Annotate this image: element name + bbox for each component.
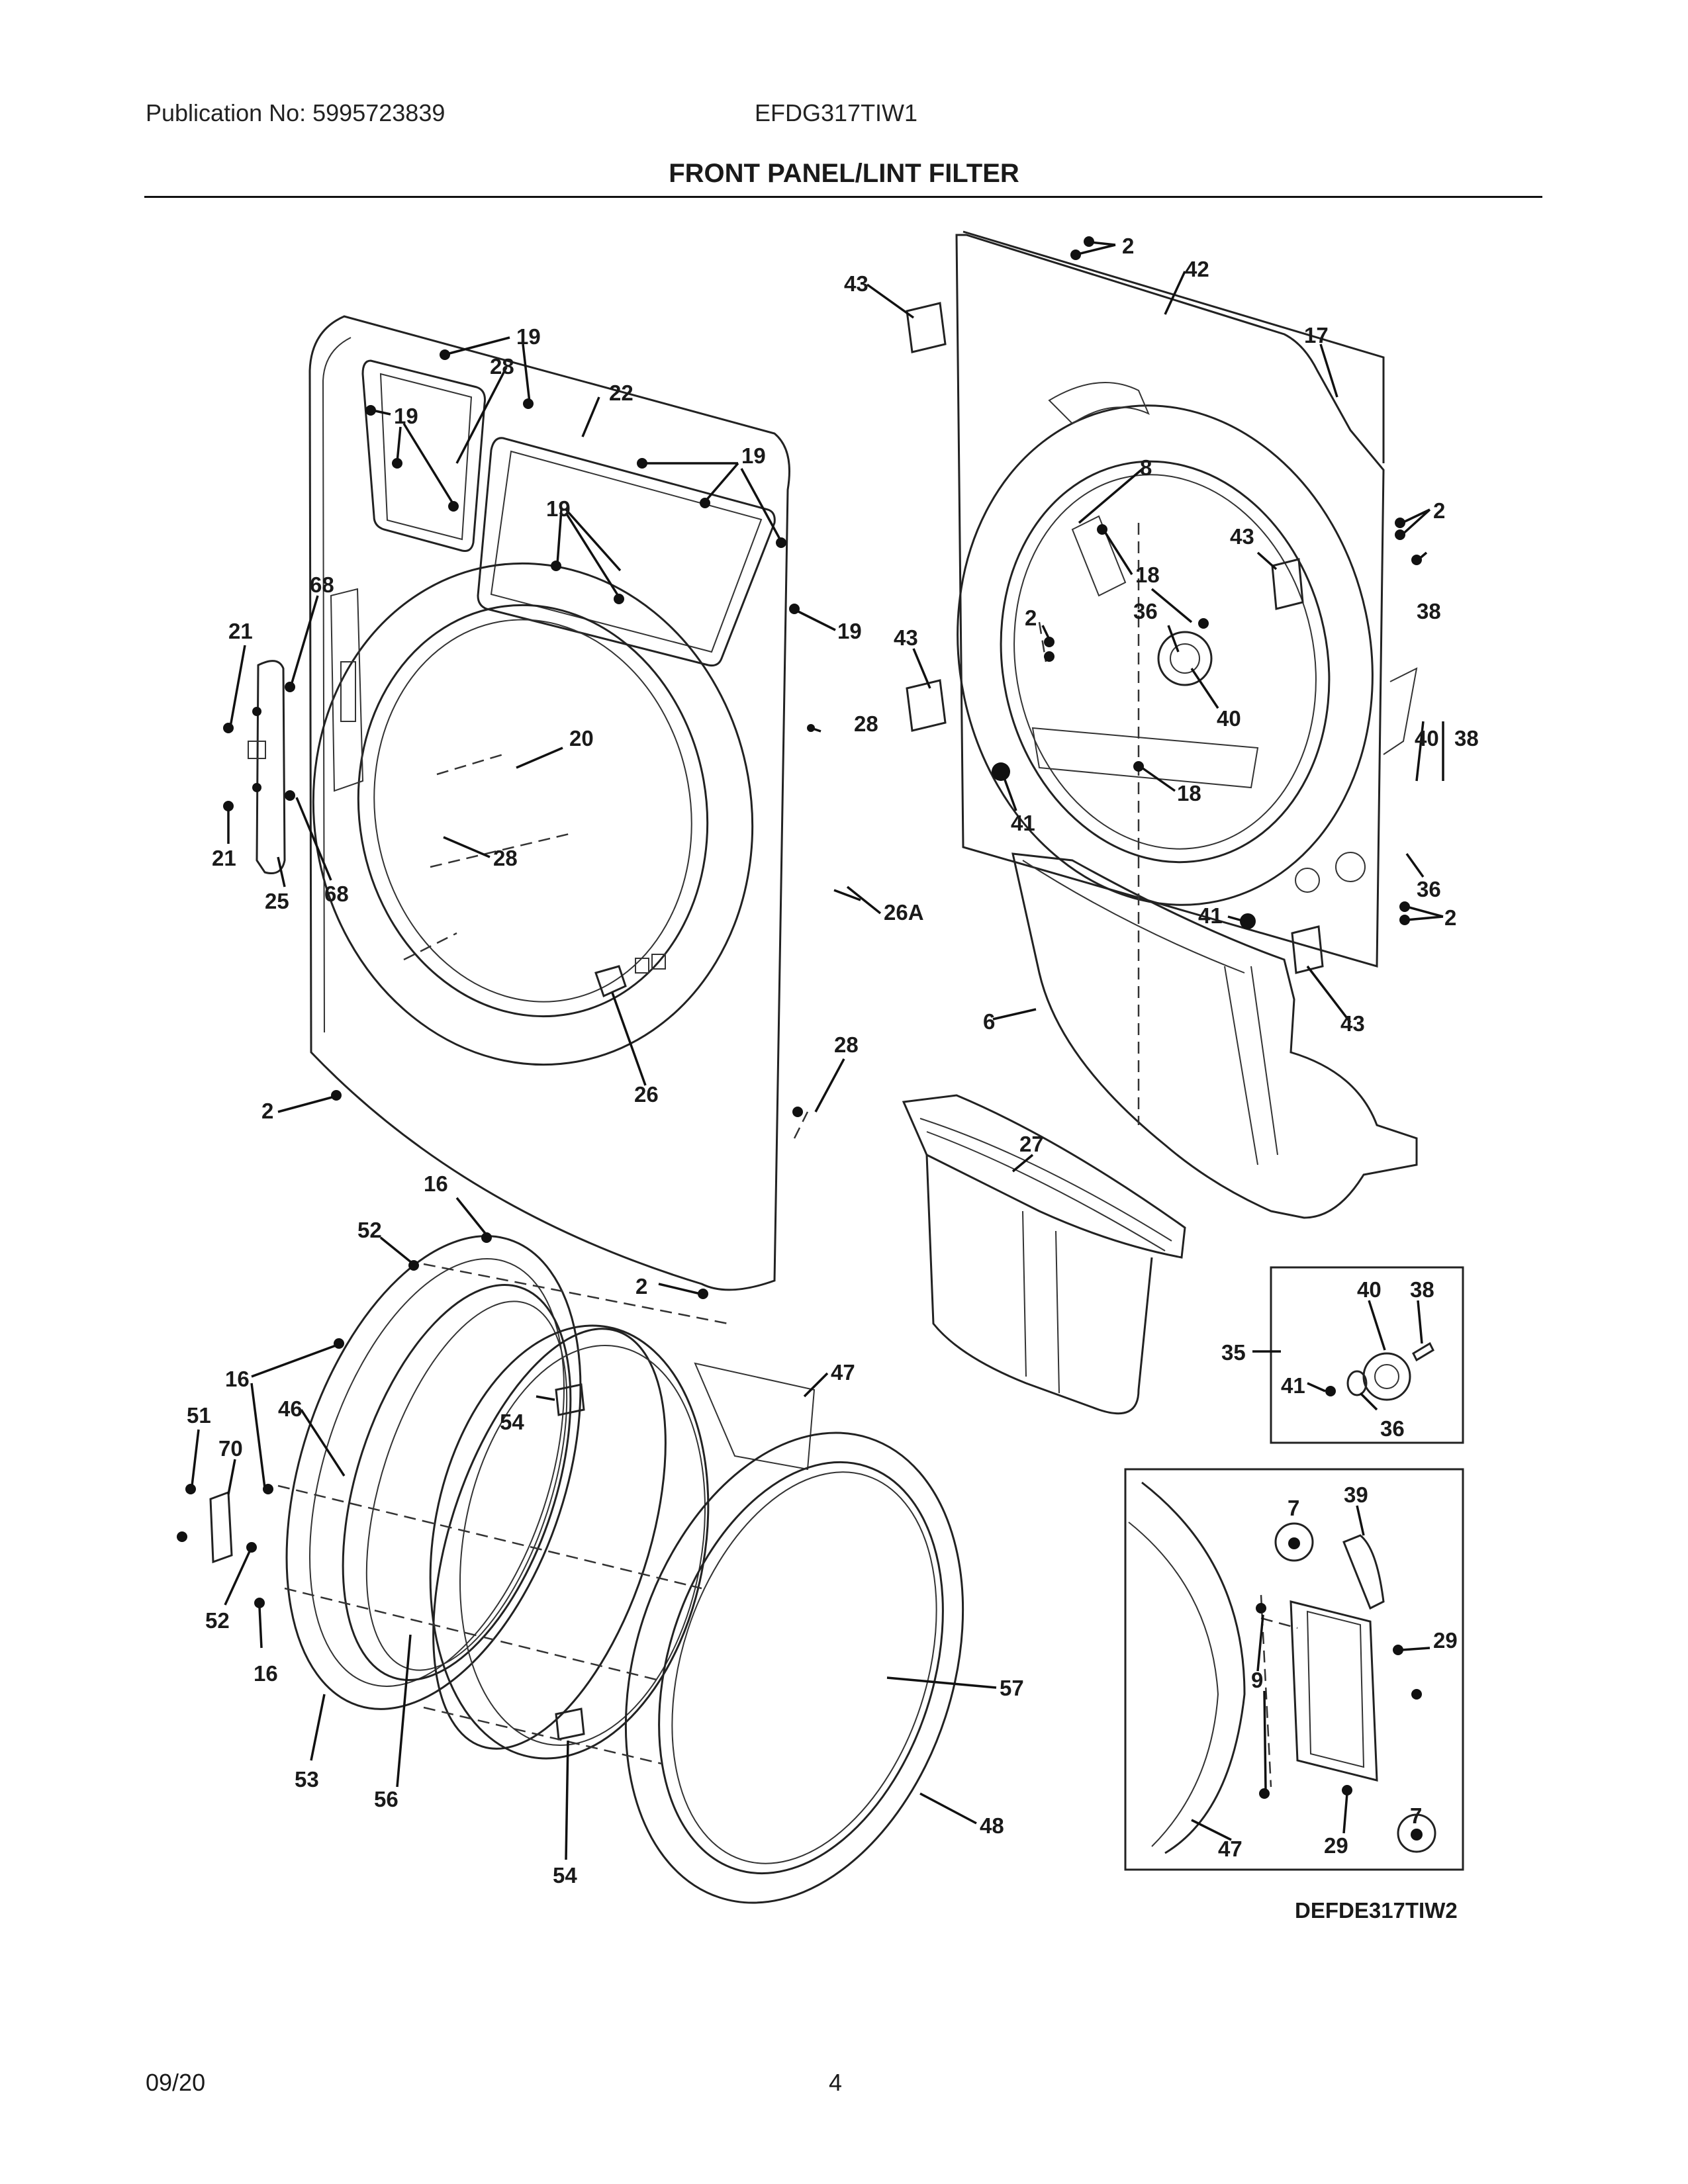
footer-date: 09/20 — [146, 2069, 206, 2096]
callout-36: 36 — [1133, 599, 1158, 623]
callout-41: 41 — [1281, 1373, 1305, 1398]
leader-lines — [191, 241, 1444, 1860]
callout-54: 54 — [500, 1410, 524, 1434]
assembly-lines — [277, 523, 1298, 1788]
callout-19: 19 — [516, 324, 541, 349]
callout-53: 53 — [295, 1767, 319, 1792]
callout-52: 52 — [357, 1218, 382, 1242]
callout-41: 41 — [1198, 903, 1223, 928]
callout-38: 38 — [1410, 1277, 1434, 1302]
callout-28: 28 — [490, 354, 514, 379]
callout-48: 48 — [980, 1813, 1004, 1838]
callout-36: 36 — [1417, 877, 1441, 901]
callout-19: 19 — [741, 443, 766, 468]
callout-18: 18 — [1135, 563, 1160, 587]
callout-47: 47 — [1218, 1837, 1243, 1861]
callout-39: 39 — [1344, 1482, 1368, 1507]
callout-25: 25 — [265, 889, 289, 913]
callout-68: 68 — [310, 572, 334, 597]
callout-28: 28 — [854, 711, 878, 736]
callout-68: 68 — [324, 882, 349, 906]
callout-8: 8 — [1140, 455, 1152, 480]
page-number: 4 — [829, 2069, 843, 2096]
callout-19: 19 — [837, 619, 862, 643]
callout-36: 36 — [1380, 1416, 1405, 1441]
callout-9: 9 — [1251, 1668, 1263, 1692]
drum-assembly-drawing — [209, 1235, 964, 1904]
callout-47: 47 — [831, 1360, 855, 1385]
callout-16: 16 — [424, 1171, 448, 1196]
callout-21: 21 — [228, 619, 253, 643]
callout-19: 19 — [546, 496, 571, 521]
title-rule — [144, 196, 1542, 198]
callout-40: 40 — [1217, 706, 1241, 731]
front-panel-drawing — [308, 315, 790, 1291]
callout-6: 6 — [983, 1009, 995, 1034]
callout-41: 41 — [1011, 811, 1035, 835]
callout-28: 28 — [493, 846, 518, 870]
publication-number: Publication No: 5995723839 — [146, 99, 445, 126]
callout-2: 2 — [261, 1099, 273, 1123]
callout-29: 29 — [1324, 1833, 1348, 1858]
callout-70: 70 — [218, 1436, 243, 1461]
callout-46: 46 — [278, 1396, 303, 1421]
callout-38: 38 — [1454, 726, 1479, 751]
page-title: FRONT PANEL/LINT FILTER — [669, 159, 1019, 188]
callout-51: 51 — [187, 1403, 211, 1428]
callout-20: 20 — [569, 726, 594, 751]
callout-35: 35 — [1221, 1340, 1246, 1365]
callout-42: 42 — [1185, 257, 1209, 281]
callout-40: 40 — [1415, 726, 1439, 751]
inset-35-drawing — [1270, 1266, 1464, 1444]
callout-57: 57 — [1000, 1676, 1024, 1700]
callout-52: 52 — [205, 1608, 230, 1633]
callout-27: 27 — [1019, 1132, 1044, 1156]
callout-56: 56 — [374, 1787, 399, 1811]
hinge-bracket-drawing — [248, 660, 286, 874]
lint-filter-drawing — [902, 1094, 1186, 1415]
model-number: EFDG317TIW1 — [755, 99, 918, 126]
callout-26: 26 — [634, 1082, 659, 1107]
callout-28: 28 — [834, 1032, 859, 1057]
callout-43: 43 — [844, 271, 868, 296]
callout-19: 19 — [394, 404, 418, 428]
callout-26A: 26A — [884, 900, 924, 925]
callout-16: 16 — [225, 1367, 250, 1391]
callout-2: 2 — [1444, 905, 1456, 930]
callout-21: 21 — [212, 846, 236, 870]
callout-43: 43 — [1230, 524, 1254, 549]
callout-16: 16 — [254, 1661, 278, 1686]
callout-2: 2 — [635, 1274, 647, 1298]
callout-29: 29 — [1433, 1628, 1458, 1653]
callout-2: 2 — [1025, 606, 1037, 630]
screw-markers — [177, 236, 1423, 1841]
callout-43: 43 — [1340, 1011, 1365, 1036]
callout-54: 54 — [553, 1863, 577, 1888]
callout-38: 38 — [1417, 599, 1441, 623]
callout-2: 2 — [1433, 498, 1445, 523]
callout-7: 7 — [1288, 1496, 1299, 1520]
inset-reference-model: DEFDE317TIW2 — [1295, 1898, 1458, 1923]
hinge-plates-drawing — [906, 302, 1324, 974]
callout-2: 2 — [1122, 234, 1134, 258]
callout-17: 17 — [1304, 323, 1329, 347]
bulkhead-drawing — [955, 230, 1418, 968]
inset-hinge-detail-drawing — [1124, 1468, 1464, 1871]
callout-7: 7 — [1410, 1803, 1422, 1828]
callout-labels: 2 42 43 17 19 28 22 19 19 19 8 2 43 18 3… — [187, 234, 1479, 1888]
callout-40: 40 — [1357, 1277, 1382, 1302]
callout-22: 22 — [609, 381, 633, 405]
callout-43: 43 — [894, 625, 918, 650]
lint-duct-drawing — [1011, 852, 1418, 1219]
callout-18: 18 — [1177, 781, 1201, 805]
